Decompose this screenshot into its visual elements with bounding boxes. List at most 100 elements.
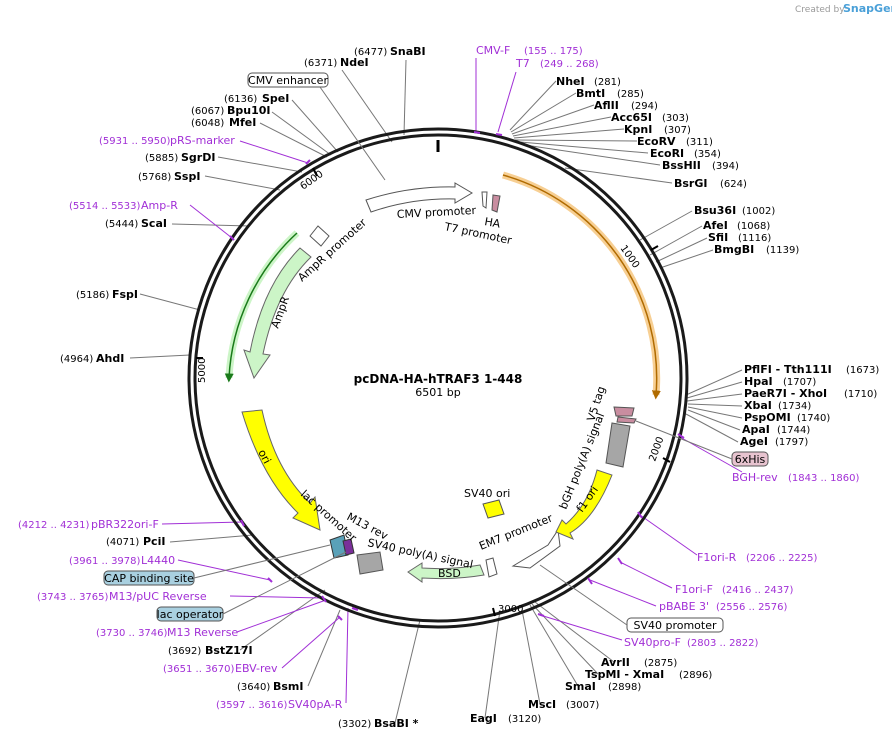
site-label: (5444)ScaI	[105, 217, 167, 230]
site-pos: (3692)	[168, 646, 201, 657]
primer-label: (5931 .. 5950)pRS-marker	[99, 134, 235, 147]
site-label: (5186)FspI	[76, 288, 138, 301]
primer-range: (3961 .. 3978)	[69, 556, 141, 567]
site-pos: (3302)	[338, 719, 371, 730]
site-pos: (2896)	[679, 670, 712, 681]
site-name: AflII	[594, 99, 619, 112]
primer-name: BGH-rev	[732, 471, 778, 484]
site-name: MfeI	[229, 116, 256, 129]
site-name: SspI	[174, 170, 200, 183]
ampr-gene-arrow	[243, 247, 312, 380]
primer-range: (2206 .. 2225)	[746, 553, 818, 564]
site-pos: (6067)	[191, 106, 224, 117]
site-name: MscI	[528, 698, 556, 711]
site-name: Acc65I	[611, 111, 652, 124]
site-label: PaeR7I - XhoI(1710)	[744, 387, 877, 400]
site-label: SfiI(1116)	[708, 231, 771, 244]
site-label: AgeI(1797)	[740, 435, 808, 448]
lac-operator-site	[342, 538, 355, 556]
site-name: BmtI	[576, 87, 605, 100]
site-pos: (1707)	[783, 377, 816, 388]
brand-prefix: Created by	[795, 5, 845, 15]
site-label: (3302)BsaBI *	[338, 717, 419, 730]
primer-name: Amp-R	[141, 199, 178, 212]
site-name: SgrDI	[181, 151, 215, 164]
site-label: (6477)SnaBI	[354, 45, 426, 58]
primer-range: (5514 .. 5533)	[69, 201, 141, 212]
site-name: BmgBI	[714, 243, 754, 256]
site-label: BmgBI(1139)	[714, 243, 799, 256]
site-pos: (281)	[594, 77, 621, 88]
site-label: BsrGI(624)	[674, 177, 747, 190]
site-label: (4071)PciI	[106, 535, 165, 548]
site-pos: (1797)	[775, 437, 808, 448]
primer-label: pBABE 3'(2556 .. 2576)	[659, 600, 788, 613]
site-name: AhdI	[96, 352, 124, 365]
primer-range: (3597 .. 3616)	[216, 700, 288, 711]
primer-range: (4212 .. 4231)	[18, 520, 90, 531]
plasmid-length: 6501 bp	[415, 386, 460, 399]
site-label: AfeI(1068)	[703, 219, 770, 232]
site-name: PciI	[143, 535, 165, 548]
primer-range: (2416 .. 2437)	[722, 585, 794, 596]
site-label: EagI(3120)	[470, 712, 541, 725]
primer-label: (4212 .. 4231)pBR322ori-F	[18, 518, 159, 531]
ha-tag-marker	[481, 191, 488, 209]
box-lac-operator-text: lac operator	[157, 608, 224, 621]
primer-name: CMV-F	[476, 44, 510, 57]
primer-label: (3730 .. 3746)M13 Reverse	[96, 626, 238, 639]
site-name: BssHII	[662, 159, 701, 172]
site-label: AflII(294)	[594, 99, 658, 112]
site-label: BmtI (285)	[576, 87, 644, 100]
site-pos: (354)	[694, 149, 721, 160]
tick-label: 5000	[197, 358, 208, 383]
primer-label: BGH-rev(1843 .. 1860)	[732, 471, 860, 484]
site-pos: (5186)	[76, 290, 109, 301]
primer-name: SV40pA-R	[288, 698, 343, 711]
cds-arc-halo	[502, 171, 661, 396]
primer-range: (5931 .. 5950)	[99, 136, 171, 147]
site-pos: (4964)	[60, 354, 93, 365]
primer-leaders	[161, 58, 743, 704]
site-name: PspOMI	[744, 411, 791, 424]
site-name: TspMI - XmaI	[585, 668, 664, 681]
primer-label: (3743 .. 3765)M13/pUC Reverse	[37, 590, 207, 603]
plasmid-name: pcDNA-HA-hTRAF3 1-448	[354, 372, 523, 386]
site-label: PspOMI(1740)	[744, 411, 830, 424]
site-pos: (1744)	[777, 425, 810, 436]
site-pos: (6371)	[304, 58, 337, 69]
site-name: Bsu36I	[694, 204, 736, 217]
primer-name: EBV-rev	[235, 662, 278, 675]
feature-label-cmv-promoter: CMV promoter	[396, 204, 476, 221]
site-name: SmaI	[565, 680, 596, 693]
site-label: HpaI (1707)	[744, 375, 816, 388]
site-pos: (6477)	[354, 47, 387, 58]
feature-label-sv40-ori: SV40 ori	[464, 487, 510, 500]
primer-marks	[229, 131, 685, 621]
ring-ticks	[196, 167, 671, 617]
site-label: (5885)SgrDI	[145, 151, 215, 164]
sv40-ori-block	[482, 499, 505, 519]
primer-range: (2556 .. 2576)	[716, 602, 788, 613]
site-label: EcoRI(354)	[650, 147, 721, 160]
site-name: HpaI	[744, 375, 773, 388]
site-name: BsmI	[273, 680, 304, 693]
site-pos: (285)	[617, 89, 644, 100]
feature-label-ha: HA	[483, 215, 501, 231]
site-label: EcoRV(311)	[637, 135, 713, 148]
site-label: (6371)NdeI	[304, 56, 369, 69]
primer-name: SV40pro-F	[624, 636, 681, 649]
site-label: (6048)MfeI	[191, 116, 256, 129]
em7-promoter-marker	[485, 557, 498, 578]
backbone-inner	[193, 133, 683, 623]
site-pos: (2875)	[644, 658, 677, 669]
primer-label: SV40pro-F(2803 .. 2822)	[624, 636, 759, 649]
site-pos: (1002)	[742, 206, 775, 217]
site-name: SnaBI	[390, 45, 426, 58]
box-sv40-promoter-text: SV40 promoter	[633, 619, 717, 632]
site-name: AfeI	[703, 219, 728, 232]
box-lac-operator: lac operator	[156, 606, 224, 622]
site-pos: (1673)	[846, 365, 879, 376]
site-label: (4964)AhdI	[60, 352, 124, 365]
